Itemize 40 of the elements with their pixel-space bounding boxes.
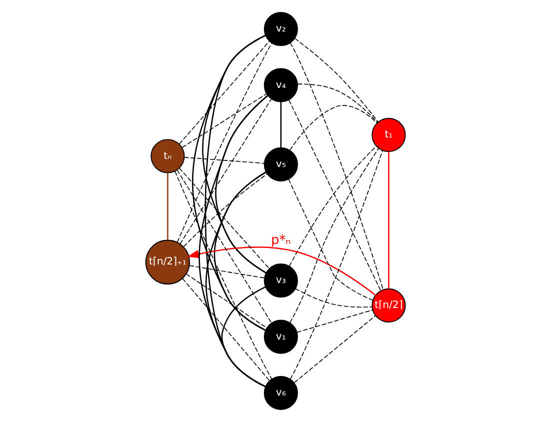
node-circle: v₂ <box>263 12 298 46</box>
connector <box>198 94 268 388</box>
node-circle: v₄ <box>263 68 298 102</box>
node-circle: v₆ <box>263 376 298 410</box>
connector <box>289 42 383 290</box>
connector <box>188 265 264 278</box>
connector <box>174 170 272 380</box>
connector <box>179 98 272 244</box>
connector <box>178 168 270 269</box>
connector <box>388 152 389 289</box>
connector <box>289 148 379 324</box>
node-circle: v₁ <box>263 320 298 354</box>
connector <box>296 84 378 124</box>
connector <box>176 170 272 324</box>
connector <box>288 146 376 266</box>
connector <box>289 105 377 151</box>
connector <box>182 278 270 382</box>
connector <box>183 156 264 164</box>
connector <box>178 40 270 144</box>
connector <box>166 172 168 240</box>
node-circle: tₙ <box>150 139 184 174</box>
connector <box>280 102 282 148</box>
node-circle: v₃ <box>263 264 298 298</box>
connector <box>182 174 267 248</box>
connector <box>185 274 267 328</box>
node-circle: t⌈n/2⌉₊₁ <box>144 240 190 284</box>
connector <box>294 38 378 123</box>
connector <box>294 315 376 384</box>
node-circle: t₁ <box>371 118 406 152</box>
connector <box>181 93 266 148</box>
connector <box>294 288 372 308</box>
connector <box>296 310 373 333</box>
edge-label: p*ₙ <box>270 232 290 248</box>
node-circle: v₅ <box>263 147 298 182</box>
arrow <box>186 246 376 296</box>
connector <box>288 100 381 292</box>
connector <box>289 150 382 380</box>
connector <box>176 42 272 242</box>
connector <box>288 178 373 301</box>
node-circle: t⌈n/2⌉ <box>371 288 406 322</box>
